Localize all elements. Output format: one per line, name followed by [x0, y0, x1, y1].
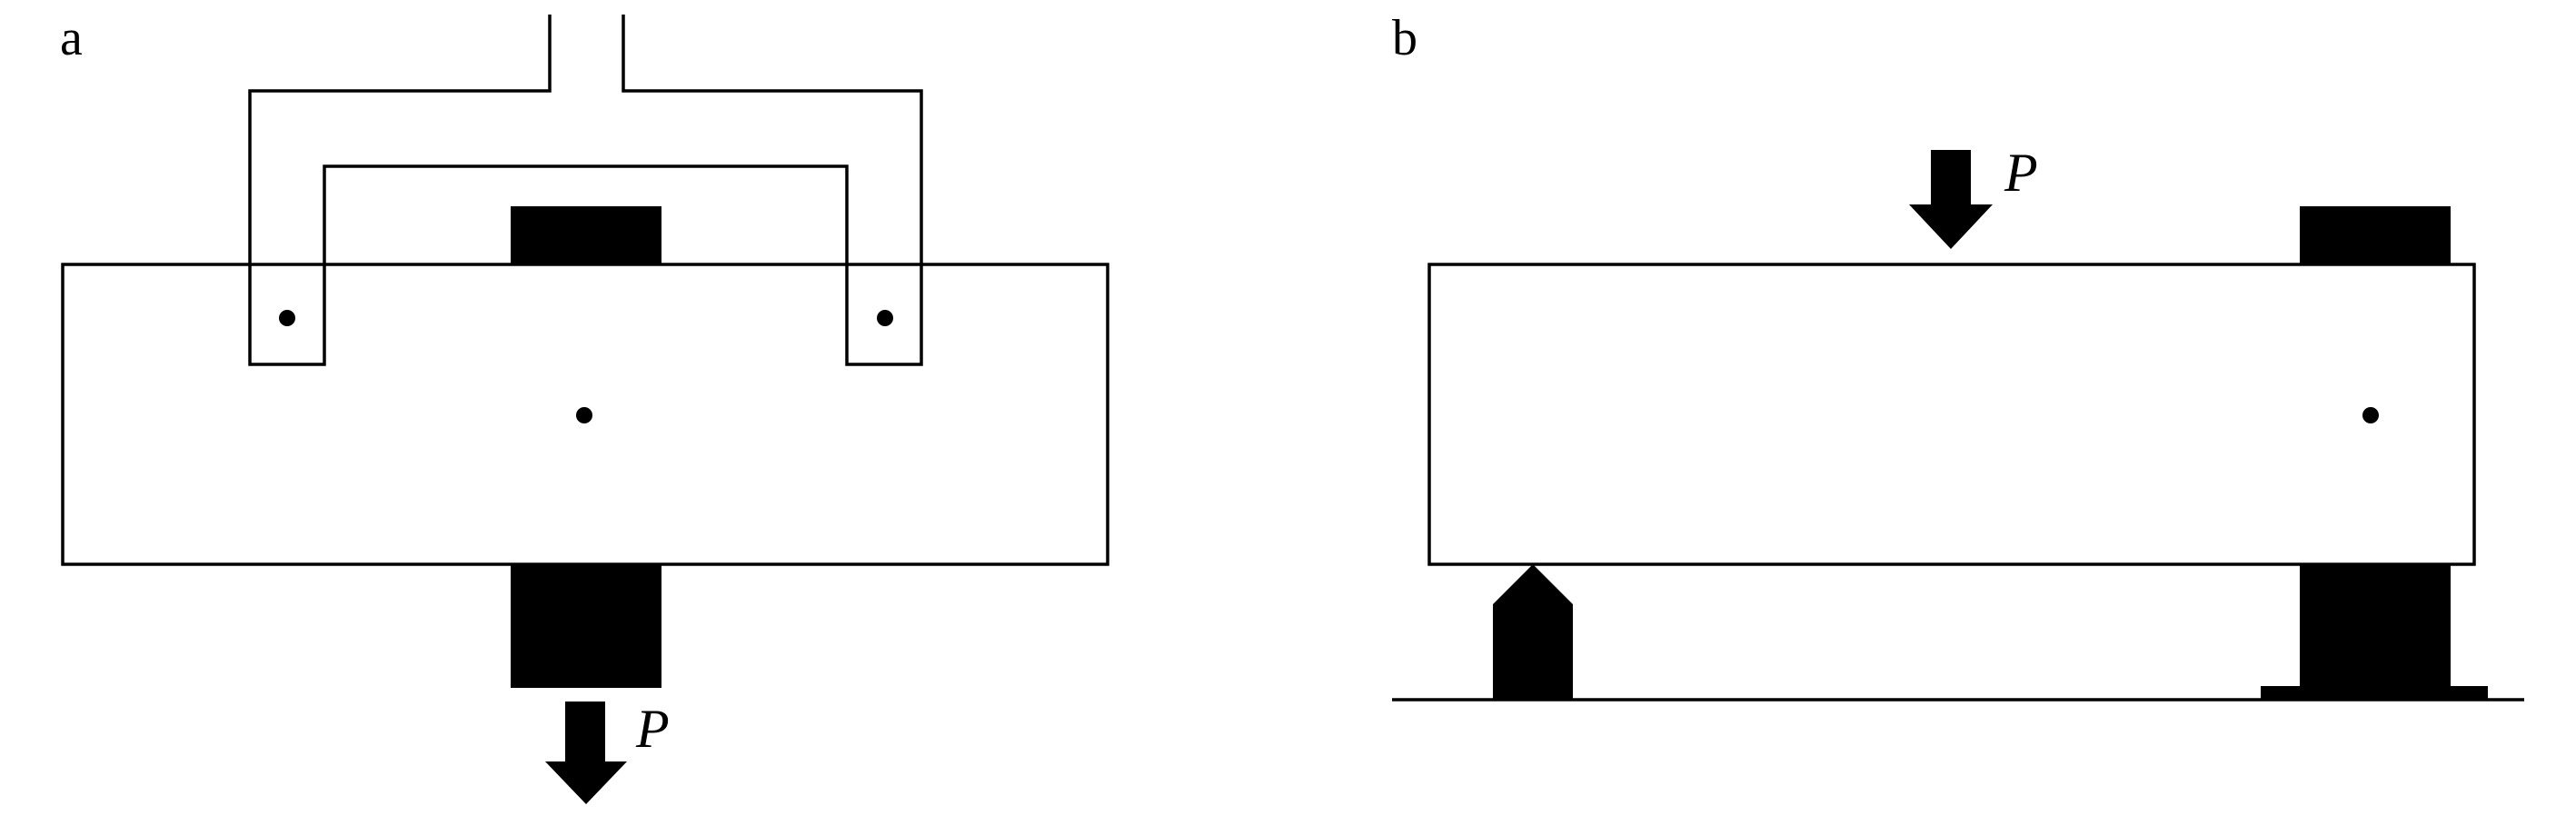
- panel-a-bottom-block: [511, 564, 661, 688]
- panel-b-center-point: [2362, 407, 2379, 423]
- panel-a: a P: [60, 10, 1109, 804]
- panel-b: b P: [1392, 10, 2524, 702]
- panel-a-fixture: [248, 15, 923, 366]
- panel-b-specimen: [1427, 263, 2476, 566]
- panel-a-force-label: P: [635, 699, 670, 759]
- panel-a-left-pin: [279, 310, 295, 326]
- panel-a-top-block: [511, 206, 661, 264]
- panel-b-label: b: [1392, 10, 1417, 66]
- panel-a-right-pin: [877, 310, 893, 326]
- panel-b-top-clamp: [2300, 206, 2451, 264]
- panel-b-bottom-support: [2300, 564, 2451, 700]
- panel-a-force-arrow: [545, 702, 627, 804]
- panel-b-force-label: P: [2004, 143, 2038, 203]
- panel-b-knife-edge-support: [1493, 564, 1573, 700]
- panel-a-label: a: [60, 10, 83, 66]
- panel-b-support-base: [2261, 686, 2488, 700]
- panel-a-center-point: [576, 407, 592, 423]
- panel-b-force-arrow: [1909, 150, 1993, 249]
